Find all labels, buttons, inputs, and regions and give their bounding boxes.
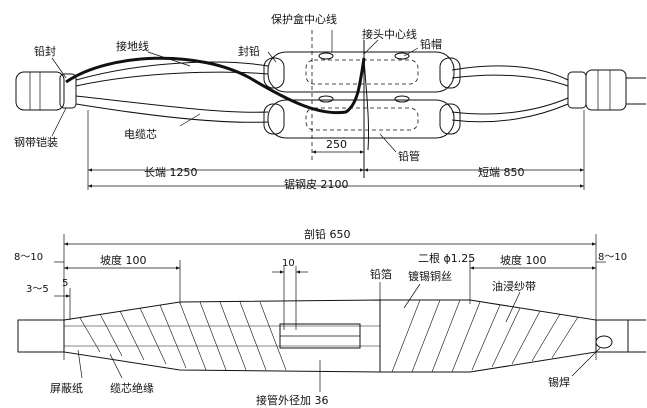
left-cable-end xyxy=(15,71,77,111)
slope-right-label: 坡度 100 xyxy=(500,253,547,267)
lead-pipes xyxy=(263,51,461,139)
dim-5-label: 5 xyxy=(62,278,68,289)
protect-box-center-label: 保护盒中心线 xyxy=(271,12,337,26)
lead-seal-box-label: 封铅 xyxy=(238,44,260,58)
joint-center-label: 接头中心线 xyxy=(362,27,417,41)
steel-armor-label: 钢带铠装 xyxy=(14,135,58,149)
pipe-od-label: 接管外径加 36 xyxy=(256,393,329,407)
core-insulation-label: 缆芯绝缘 xyxy=(110,381,154,395)
solder-label: 锡焊 xyxy=(548,375,570,389)
cable-cores xyxy=(75,61,569,123)
left-taper-hatch xyxy=(64,301,380,371)
two-wires-label: 二根 ϕ1.25 xyxy=(418,251,475,265)
dim-8-10-left-label: 8～10 xyxy=(14,252,43,263)
ground-wire-label: 接地线 xyxy=(116,39,149,53)
right-taper-hatch xyxy=(391,299,579,373)
tinned-copper-label: 镀锡铜丝 xyxy=(408,269,452,283)
slope-left-label: 坡度 100 xyxy=(100,253,147,267)
bottom-dimensions xyxy=(54,234,606,392)
top-dimensions xyxy=(87,110,585,190)
cable-core-label: 电缆芯 xyxy=(124,127,157,141)
ground-wire xyxy=(65,56,366,115)
dim-10-label: 10 xyxy=(282,258,295,269)
lead-pipe-label: 铅管 xyxy=(398,149,420,163)
strip-lead-label: 剖铅 650 xyxy=(304,227,351,241)
bottom-joint-drawing xyxy=(17,299,646,373)
oil-tape-label: 油浸纱带 xyxy=(492,279,536,293)
lead-seal-left-label: 铅封 xyxy=(34,44,56,58)
lead-foil-label: 铅箔 xyxy=(370,267,392,281)
dim-3-5-label: 3～5 xyxy=(26,284,49,295)
dim-250-label: 250 xyxy=(326,138,347,151)
dim-8-10-right-label: 8～10 xyxy=(598,252,627,263)
long-end-label: 长端 1250 xyxy=(144,166,198,179)
right-cable-end xyxy=(567,69,646,111)
right-taper-cone xyxy=(379,299,597,373)
shield-paper-label: 屏蔽纸 xyxy=(50,382,83,395)
short-end-label: 短端 850 xyxy=(478,165,525,179)
top-joint-drawing xyxy=(15,30,646,178)
lead-cap-label: 铅帽 xyxy=(420,37,442,51)
saw-armor-label: 锯钢皮 2100 xyxy=(284,177,349,191)
